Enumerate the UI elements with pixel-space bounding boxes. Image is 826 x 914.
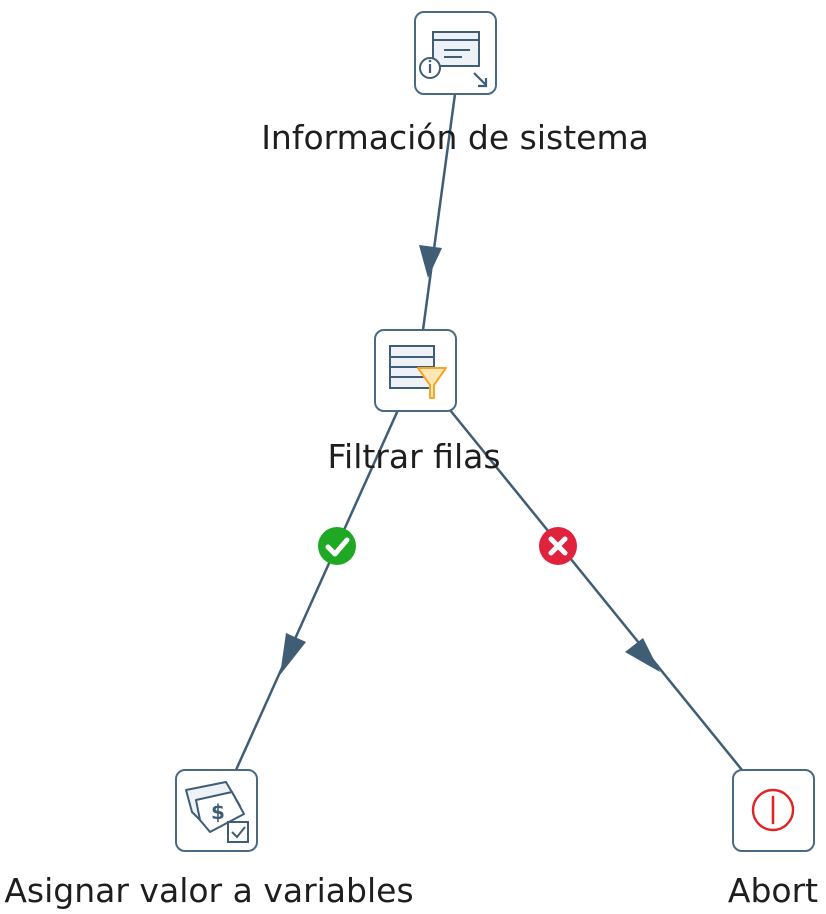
step-label: Asignar valor a variables [4,871,413,910]
svg-text:$: $ [211,800,225,824]
cross-icon [548,536,568,556]
step-label: Abort [728,871,818,910]
hop-filtrar-to-asignar[interactable] [234,409,400,771]
step-filtrar-filas[interactable]: Filtrar filas [327,329,501,476]
hop-false-badge [539,527,577,565]
hop-filtrar-to-abort[interactable] [449,409,743,771]
step-info-sistema[interactable]: Información de sistema [261,11,649,157]
step-abort[interactable]: Abort [728,769,818,910]
abort-icon [751,788,795,832]
set-variables-icon: $ [185,781,249,843]
hop-true-badge [318,527,356,565]
check-icon [325,537,350,557]
hop-arrowhead [419,245,442,278]
system-info-icon [419,31,488,88]
hop-info-to-filtrar[interactable] [419,93,457,331]
hop-arrowhead [625,638,660,672]
hop-arrowhead [280,633,306,675]
step-asignar-valor[interactable]: $ Asignar valor a variables [4,769,414,910]
filter-rows-icon [389,345,447,399]
step-label: Filtrar filas [327,437,500,476]
step-label: Información de sistema [261,118,649,157]
